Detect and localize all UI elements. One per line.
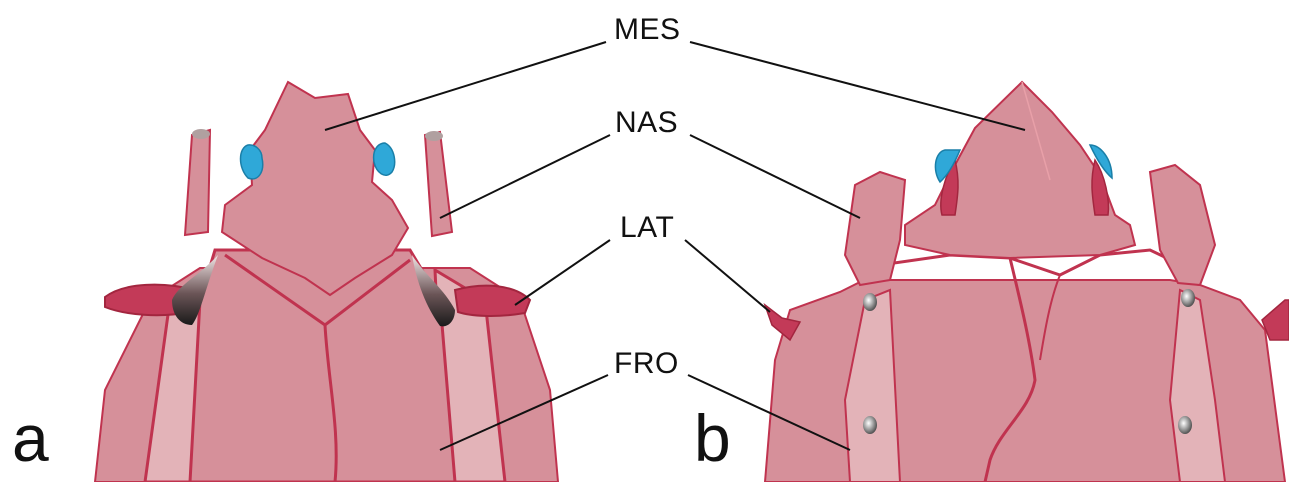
- panel-label-a: a: [12, 400, 49, 476]
- label-nas: NAS: [615, 106, 678, 140]
- panel-a-blue-structure-left: [241, 145, 263, 179]
- leader-lat-b: [685, 240, 770, 312]
- leader-mes-b: [690, 42, 1025, 130]
- panel-a-nasal-right: [425, 132, 452, 236]
- panel-b-skull: [765, 82, 1289, 482]
- panel-b-hole-1: [863, 293, 877, 311]
- panel-a-blue-structure-right: [374, 143, 395, 175]
- leader-mes-a: [325, 42, 606, 130]
- panel-a-nasal-left-tip: [192, 129, 210, 139]
- panel-label-b: b: [694, 400, 731, 476]
- leader-nas-a: [440, 135, 610, 218]
- panel-a-nasal-left: [185, 130, 210, 235]
- label-lat: LAT: [620, 211, 674, 245]
- panel-a-lateral-ethmoid-right: [455, 286, 530, 316]
- panel-b-nasal-right: [1150, 165, 1215, 285]
- leader-nas-b: [690, 135, 860, 218]
- panel-a-nasal-right-tip: [425, 131, 443, 141]
- panel-a-skull: [95, 82, 558, 482]
- leader-lat-a: [515, 240, 610, 305]
- panel-b-hole-2: [1181, 289, 1195, 307]
- label-mes: MES: [614, 13, 681, 47]
- panel-b-nasal-left: [845, 172, 905, 285]
- panel-b-hole-4: [1178, 416, 1192, 434]
- label-fro: FRO: [614, 347, 679, 381]
- panel-b-hole-3: [863, 416, 877, 434]
